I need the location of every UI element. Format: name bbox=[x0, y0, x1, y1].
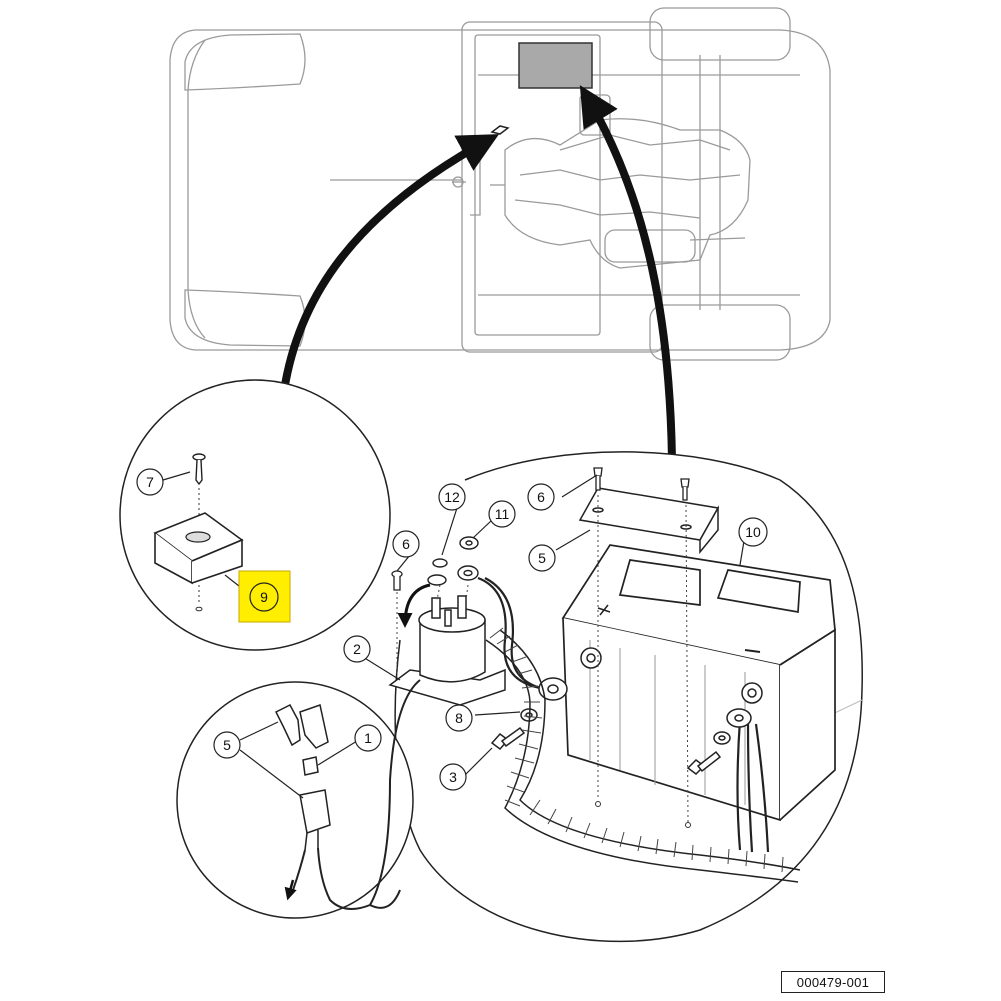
detail-circle-fuse bbox=[176, 679, 421, 919]
battery-location-marker bbox=[518, 42, 593, 89]
callout-11: 11 bbox=[488, 500, 516, 528]
fuse-location-marker bbox=[490, 125, 510, 135]
svg-text:6: 6 bbox=[402, 536, 410, 552]
svg-text:1: 1 bbox=[364, 730, 372, 746]
svg-text:2: 2 bbox=[353, 641, 361, 657]
callout-12: 12 bbox=[438, 483, 466, 511]
svg-text:5: 5 bbox=[223, 737, 231, 753]
locator-arrow-left bbox=[281, 134, 500, 386]
callout-9: 9 bbox=[238, 570, 291, 623]
callout-1: 1 bbox=[354, 724, 382, 752]
svg-text:7: 7 bbox=[146, 474, 154, 490]
svg-text:6: 6 bbox=[537, 489, 545, 505]
svg-text:9: 9 bbox=[260, 589, 268, 605]
callouts: 7 9 12 11 6 5 10 6 bbox=[136, 468, 768, 791]
figure-id-label: 000479-001 bbox=[781, 971, 885, 993]
callout-leaders bbox=[239, 474, 746, 799]
callout-7: 7 bbox=[136, 468, 164, 496]
detail-circle-module bbox=[119, 379, 391, 651]
vehicle-top-view bbox=[169, 7, 831, 361]
svg-text:5: 5 bbox=[538, 550, 546, 566]
svg-text:3: 3 bbox=[449, 769, 457, 785]
callout-2: 2 bbox=[343, 635, 371, 663]
locator-arrow-right bbox=[579, 85, 676, 461]
svg-text:12: 12 bbox=[444, 489, 460, 505]
callout-4: 5 bbox=[528, 544, 556, 572]
callout-10: 10 bbox=[738, 517, 768, 547]
callout-6-solenoid: 6 bbox=[392, 530, 420, 558]
svg-text:10: 10 bbox=[745, 524, 761, 540]
detail-circle-battery bbox=[388, 451, 863, 943]
callout-3: 3 bbox=[439, 763, 467, 791]
callout-5: 5 bbox=[213, 731, 241, 759]
callout-6-bracket: 6 bbox=[527, 483, 555, 511]
svg-text:8: 8 bbox=[455, 710, 463, 726]
callout-8: 8 bbox=[445, 704, 473, 732]
svg-text:11: 11 bbox=[495, 506, 510, 522]
